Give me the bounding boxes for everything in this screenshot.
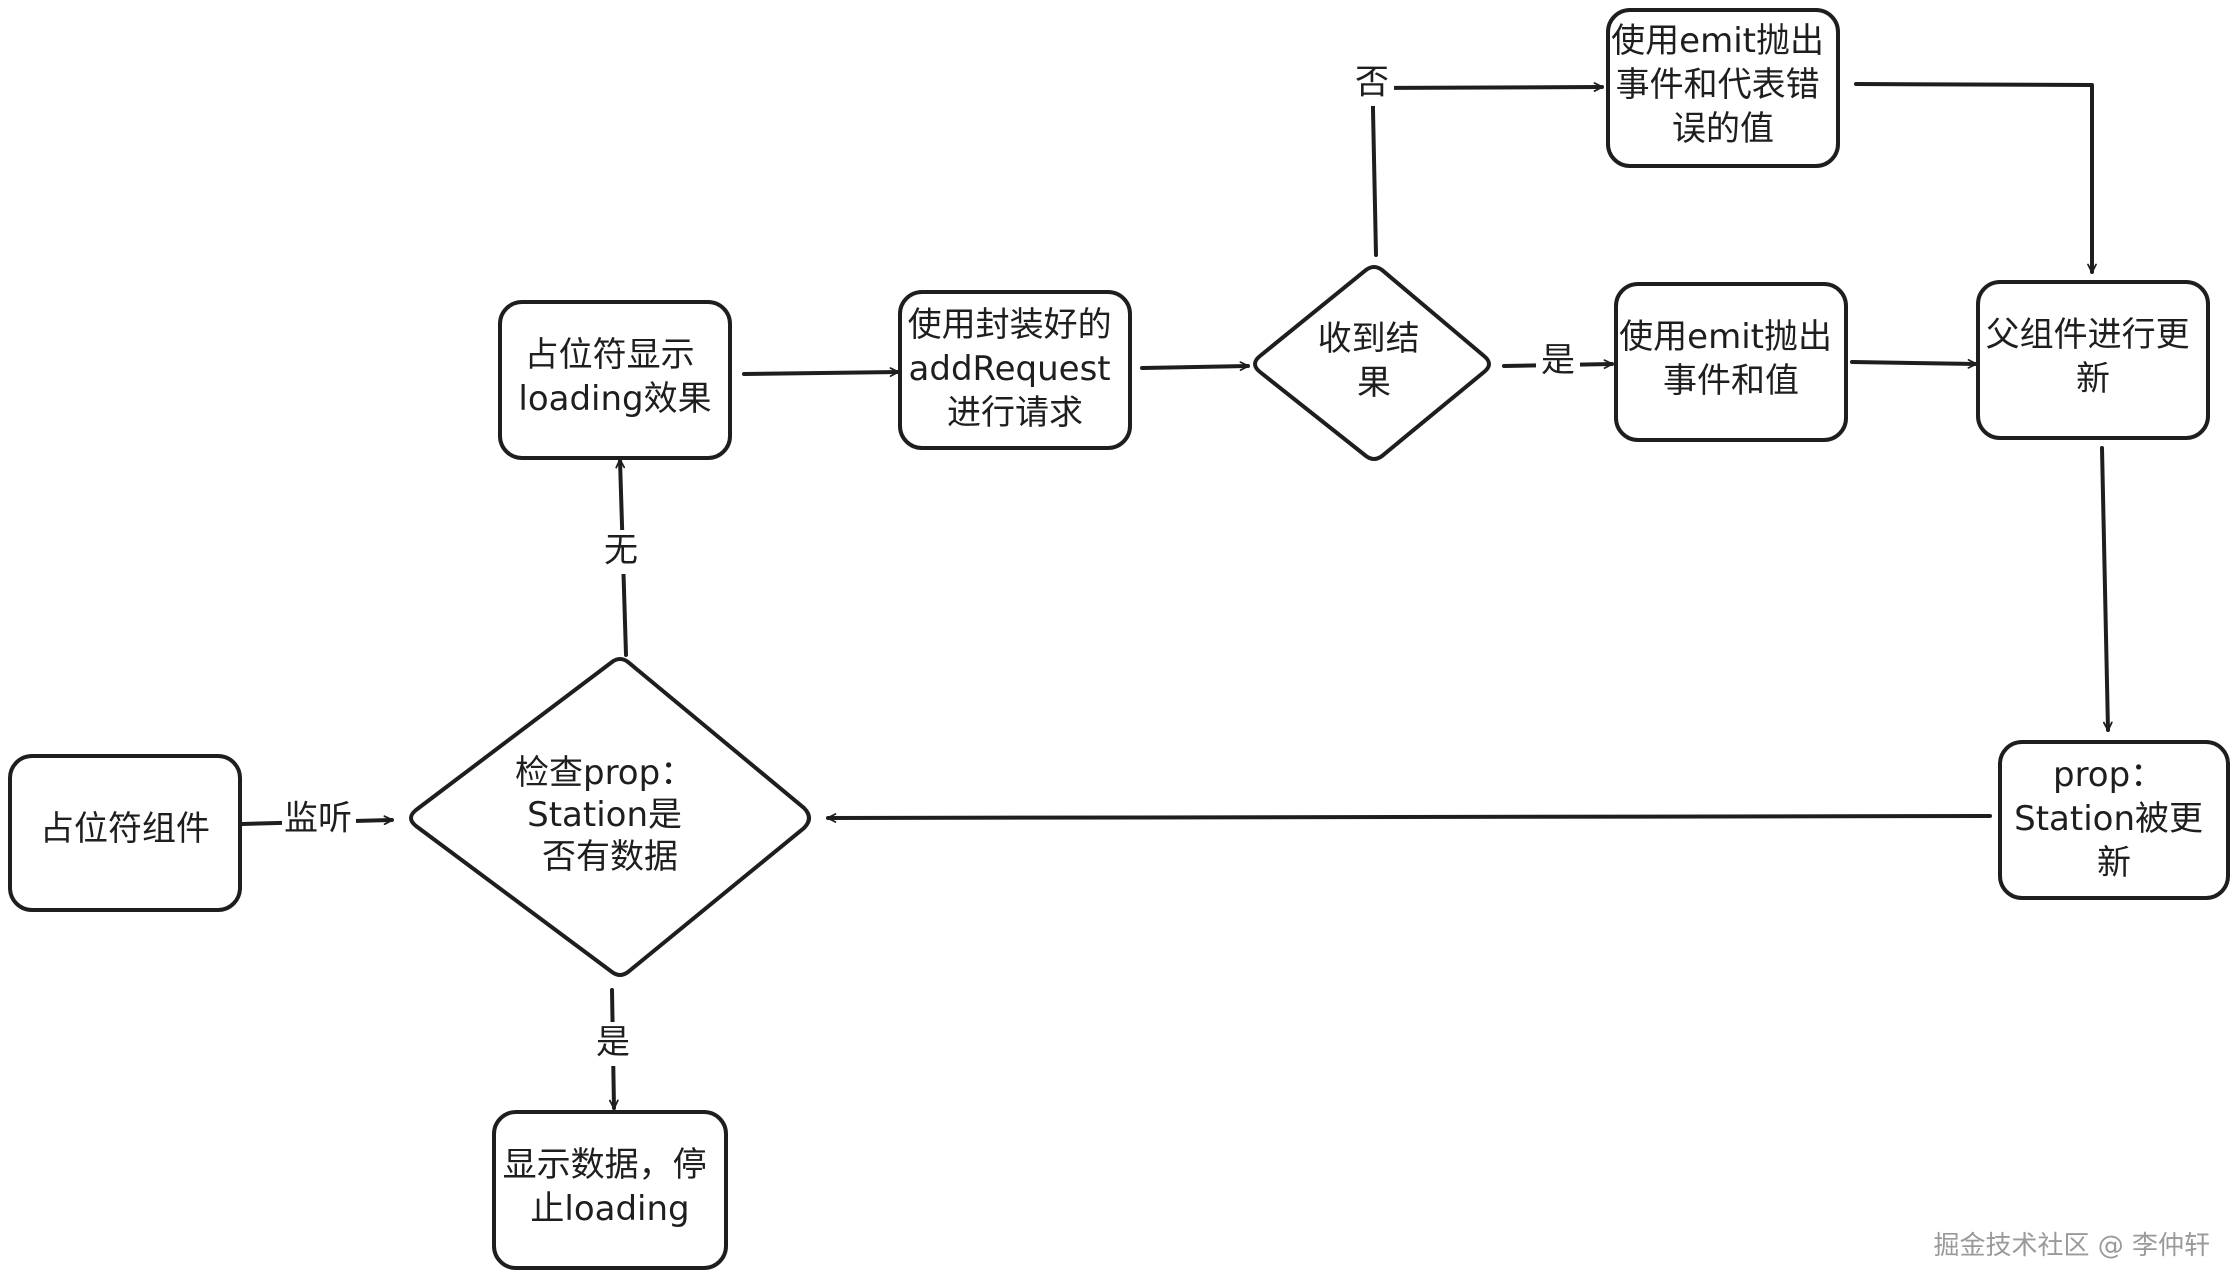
node-line: loading效果 [518,379,711,419]
node-show-data-label: 显示数据，停 止loading [503,1145,718,1229]
node-show-data: 显示数据，停 止loading [492,1110,728,1270]
node-line: 新 [2097,843,2131,883]
node-line: addRequest [909,349,1111,389]
edge-label-no-result: 否 [1355,63,1389,103]
edge-error-to-parent [1854,82,2097,274]
node-check-prop: 检查prop： Station是 否有数据 [409,657,811,977]
node-prop-updated: prop： Station被更 新 [1998,740,2230,900]
node-received-result-label: 收到结 果 [1318,319,1431,403]
node-placeholder-component-label: 占位符组件 [40,809,210,849]
node-use-add-request-label: 使用封装好的 addRequest 进行请求 [908,305,1123,433]
node-line: Station被更 [2014,799,2203,839]
node-line: prop： [2053,755,2164,795]
node-emit-error: 使用emit抛出 事件和代表错 误的值 [1606,8,1840,168]
node-line: 收到结 [1318,319,1420,359]
edge-label-listen: 监听 [284,799,352,839]
node-line: 显示数据，停 [503,1145,707,1185]
edge-label-yes-result: 是 [1541,341,1575,381]
node-line: 事件和代表错 [1616,65,1820,105]
node-use-add-request: 使用封装好的 addRequest 进行请求 [898,290,1132,450]
edge-labels: 监听 无 是 否 是 [282,62,1580,1066]
node-parent-update: 父组件进行更 新 [1976,280,2210,440]
node-line: 使用封装好的 [908,305,1112,345]
watermark: 掘金技术社区 @ 李仲轩 [1933,1231,2210,1261]
node-line: 检查prop： [515,753,694,793]
node-line: 误的值 [1672,109,1774,149]
node-line: 进行请求 [947,393,1083,433]
node-line: 事件和值 [1663,361,1799,401]
node-line: 使用emit抛出 [1619,317,1832,357]
node-line: 父组件进行更 [1986,315,2190,355]
node-line: 否有数据 [542,837,678,877]
node-received-result: 收到结 果 [1253,265,1491,461]
edge-parent-to-prop [2100,446,2113,732]
edge-no-result [1371,82,1604,257]
node-placeholder-component: 占位符组件 [8,754,242,912]
node-line: Station是 [527,795,682,835]
nodes: 占位符组件 检查prop： Station是 否有数据 占位符显示 loadin… [8,8,2230,1270]
node-line: 果 [1357,363,1391,403]
node-prop-updated-label: prop： Station被更 新 [2014,755,2214,883]
node-line: 占位符显示 [525,335,695,375]
node-emit-error-label: 使用emit抛出 事件和代表错 误的值 [1611,21,1835,149]
edge-label-none: 无 [604,531,638,571]
edge-label-yes-data: 是 [596,1023,630,1063]
edge-request-to-result [1140,361,1250,372]
edges [240,82,2113,1110]
node-show-loading: 占位符显示 loading效果 [498,300,732,460]
node-line: 占位符组件 [40,809,210,849]
edge-value-to-parent [1850,359,1978,369]
node-check-prop-label: 检查prop： Station是 否有数据 [515,753,705,877]
node-line: 使用emit抛出 [1611,21,1824,61]
node-parent-update-label: 父组件进行更 新 [1986,315,2201,399]
node-line: 止loading [530,1189,689,1229]
node-emit-value-label: 使用emit抛出 事件和值 [1619,317,1843,401]
edge-loading-to-request [742,367,900,377]
node-line: 新 [2076,359,2110,399]
node-emit-value: 使用emit抛出 事件和值 [1614,282,1848,442]
node-show-loading-label: 占位符显示 loading效果 [518,335,711,419]
edge-prop-to-check [826,813,1992,823]
